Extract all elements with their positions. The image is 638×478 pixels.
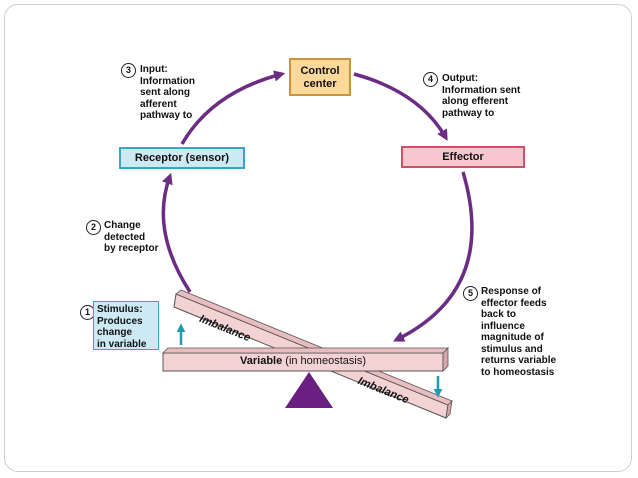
step-5-line: back to — [481, 309, 517, 320]
step-5-line: influence — [481, 320, 525, 332]
step-5-line: magnitude of — [481, 332, 544, 343]
step-1-line: change — [97, 327, 133, 338]
receptor-box: Receptor (sensor) — [119, 147, 245, 169]
fulcrum-triangle — [285, 372, 333, 408]
step-2-number: 2 — [86, 220, 101, 235]
step-5-line: Response of — [481, 286, 542, 297]
step-3-number: 3 — [121, 63, 136, 78]
step-5-text: Response of effector feeds back to influ… — [481, 286, 556, 378]
step-1-line: Stimulus: — [97, 304, 143, 315]
variable-qualifier: (in homeostasis) — [285, 355, 366, 367]
step-1-number: 1 — [80, 305, 95, 320]
arrow-receptor-to-control — [180, 70, 286, 145]
step-5-number: 5 — [463, 286, 478, 301]
step-2-line: by receptor — [104, 243, 159, 254]
arrow-control-to-effector — [353, 72, 448, 141]
step-3-line: sent along — [140, 87, 191, 98]
variable-name: Variable — [240, 355, 283, 367]
step-5-line: effector feeds — [481, 297, 547, 309]
step-1-line: Produces — [97, 315, 143, 327]
control-center-box: Control center — [289, 58, 351, 96]
step-3-line: afferent — [140, 98, 177, 110]
step-4-line: Output: — [442, 73, 479, 84]
variable-beam — [162, 347, 449, 372]
step-5-line: stimulus and — [481, 343, 543, 355]
effector-box: Effector — [401, 146, 525, 168]
step-3-line: Information — [140, 75, 195, 87]
step-4-number: 4 — [423, 72, 438, 87]
step-5-line: returns variable — [481, 355, 557, 366]
step-1-stimulus-box: Stimulus: Produces change in variable — [93, 301, 159, 350]
arrow-stimulus-to-receptor — [161, 172, 192, 293]
variable-label: Variable (in homeostasis) — [163, 355, 443, 367]
step-4-text: Output: Information sent along efferent … — [442, 73, 520, 119]
step-1-line: in variable — [97, 338, 147, 350]
step-2-line: Change — [104, 220, 141, 231]
control-center-line2: center — [303, 78, 337, 90]
arrow-effector-feedback — [392, 171, 474, 342]
step-2-line: detected — [104, 231, 146, 243]
step-4-line: along efferent — [442, 96, 509, 107]
step-4-line: pathway to — [442, 107, 495, 119]
control-center-line1: Control — [300, 65, 340, 77]
step-2-text: Change detected by receptor — [104, 220, 158, 255]
step-3-text: Input: Information sent along afferent p… — [140, 64, 195, 122]
step-3-line: Input: — [140, 64, 168, 75]
step-3-line: pathway to — [140, 110, 193, 121]
step-4-line: Information sent — [442, 84, 521, 96]
step-5-line: to homeostasis — [481, 366, 555, 378]
